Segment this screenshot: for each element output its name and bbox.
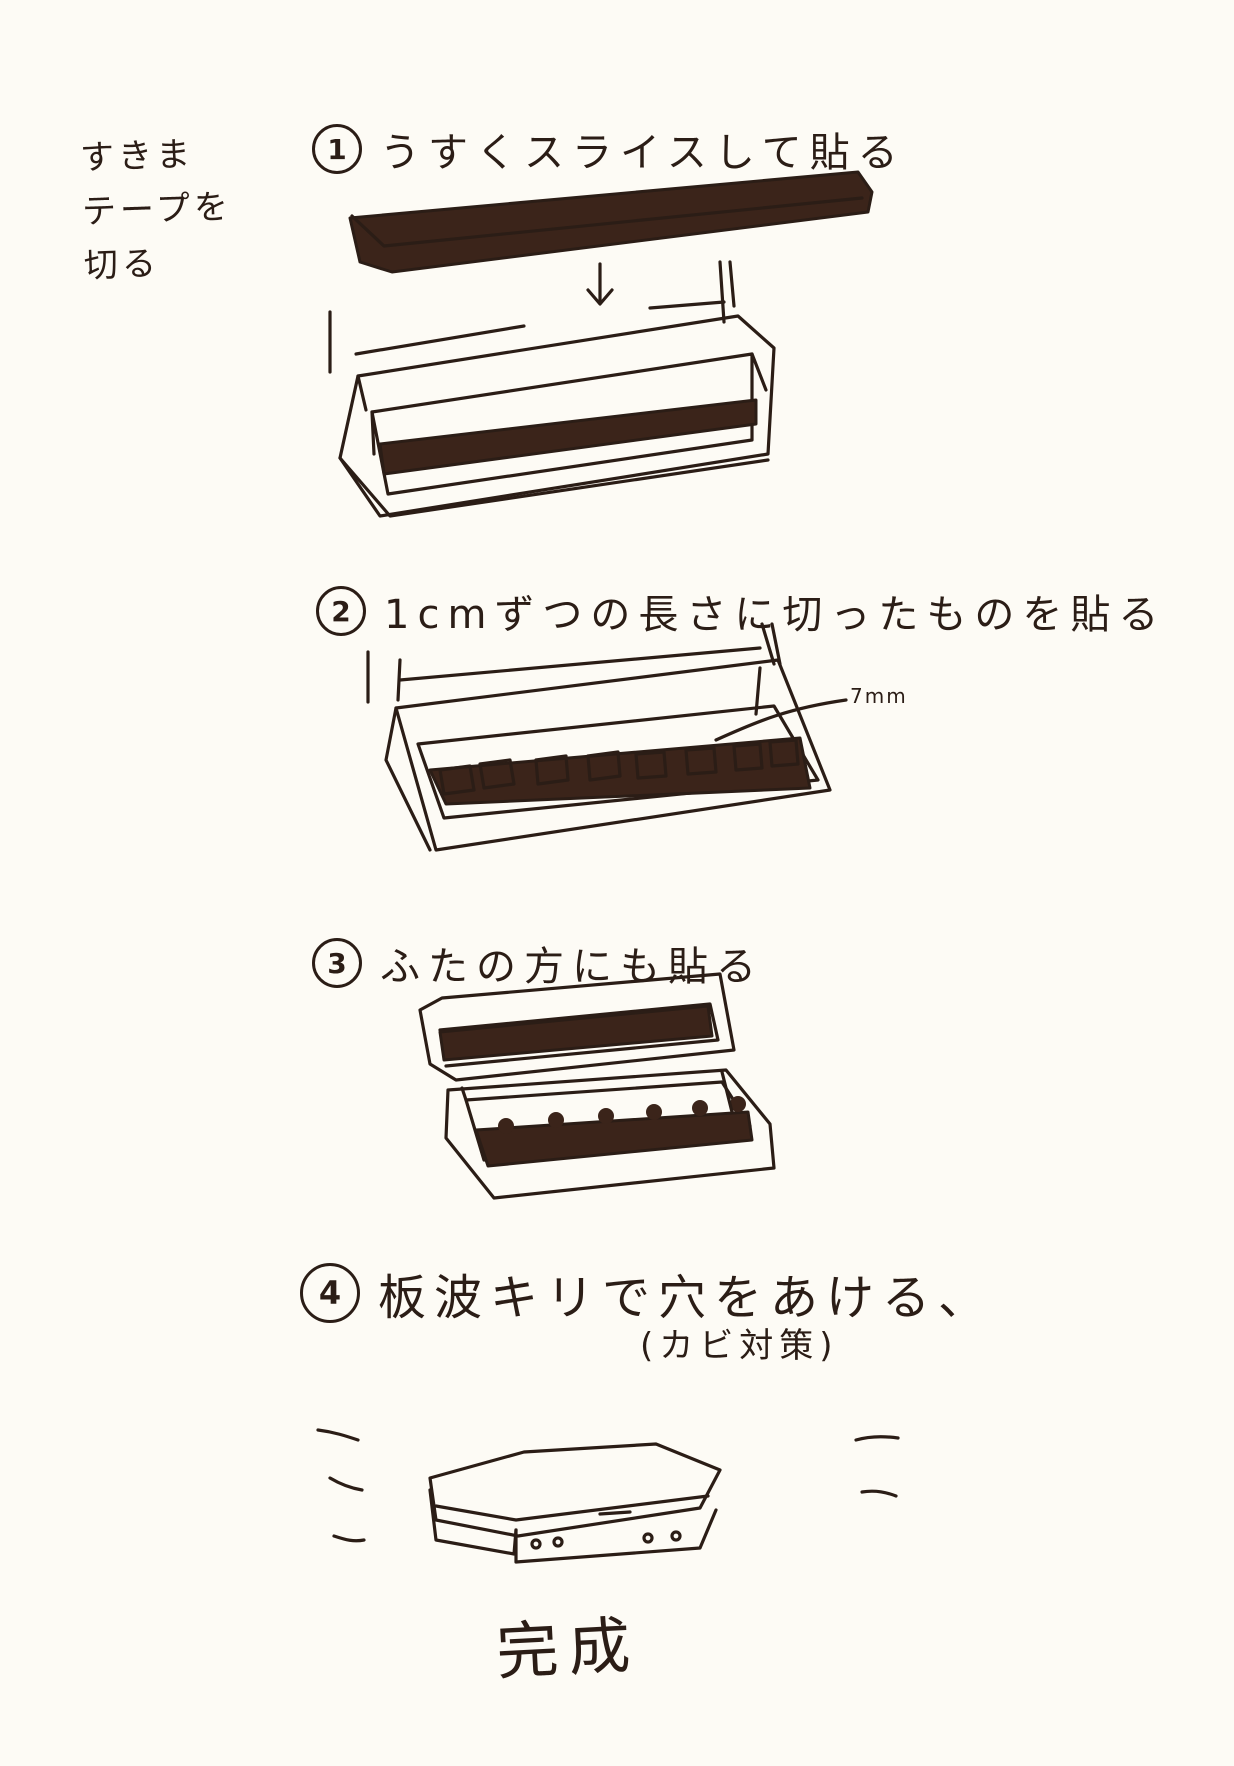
step-1-arrow (588, 264, 612, 304)
completed-box (318, 1430, 898, 1562)
step-2-box (368, 624, 846, 850)
step-3-box (420, 974, 774, 1198)
step-1-box (330, 262, 774, 516)
step-1-tape-strip (350, 172, 872, 272)
